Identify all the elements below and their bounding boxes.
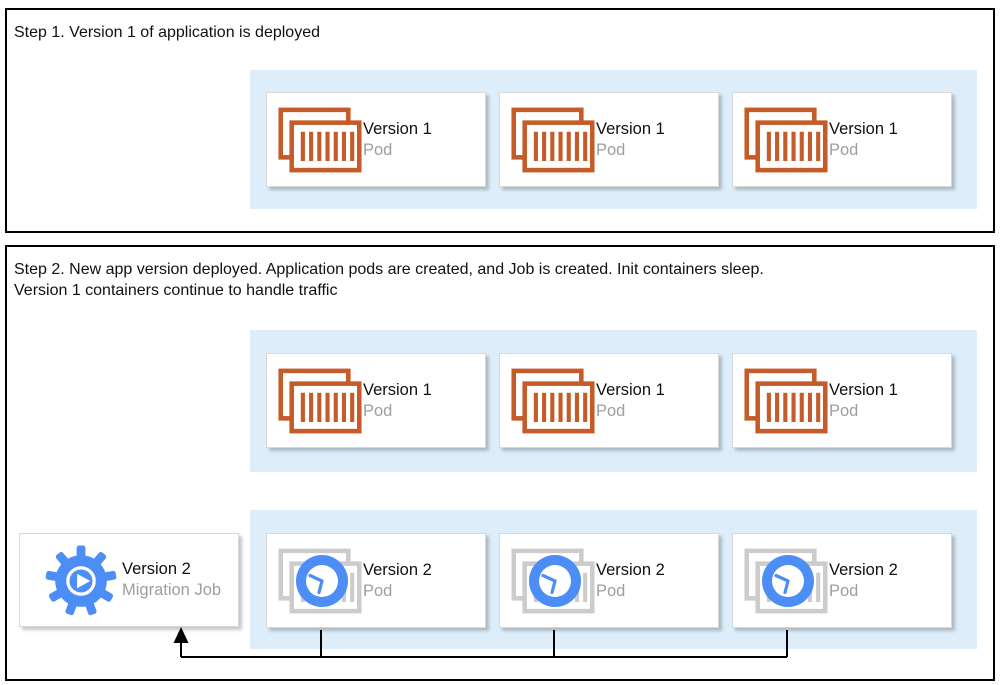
pod-version-label: Version 1 [829,380,898,399]
migration-job-card: Version 2 Migration Job [19,533,239,627]
container-icon [744,107,828,173]
pod-card-v1: Version 1 Pod [499,92,719,187]
pod-card-text: Version 1 Pod [596,380,665,422]
pod-type-label: Pod [363,581,393,600]
step1-title-text: Step 1. Version 1 of application is depl… [14,24,320,41]
pod-version-label: Version 2 [829,560,898,579]
step2-version1-pods-group: Version 1 Pod Version 1 Pod Version 1 Po… [250,330,977,472]
pod-version-label: Version 1 [829,119,898,138]
sleeping-clock-icon [527,553,583,609]
pod-card-text: Version 1 Pod [596,119,665,161]
pod-type-label: Pod [363,140,393,159]
arrowhead-up [173,627,189,643]
step2-title: Step 2. New app version deployed. Applic… [14,259,764,301]
pod-card-text: Version 2 Pod [829,560,898,602]
pod-card-text: Version 1 Pod [363,119,432,161]
step1-title: Step 1. Version 1 of application is depl… [14,22,320,43]
step2-box: Step 2. New app version deployed. Applic… [5,245,995,681]
container-icon [511,107,595,173]
pod-card-v1: Version 1 Pod [732,92,952,187]
pod-type-label: Pod [829,581,859,600]
pod-type-label: Pod [829,140,859,159]
container-icon [511,368,595,434]
sleeping-clock-icon [294,553,350,609]
pod-card-text: Version 2 Pod [363,560,432,602]
pod-version-label: Version 2 [596,560,665,579]
pod-type-label: Pod [596,401,626,420]
pod-type-label: Pod [829,401,859,420]
step1-pods-group: Version 1 Pod Version 1 Pod Version 1 Po… [250,70,977,209]
pod-card-text: Version 1 Pod [829,380,898,422]
job-card-text: Version 2 Migration Job [122,559,221,601]
pod-card-v1: Version 1 Pod [732,353,952,448]
pod-version-label: Version 2 [363,560,432,579]
step1-box: Step 1. Version 1 of application is depl… [5,8,995,233]
container-icon [278,368,362,434]
pod-version-label: Version 1 [596,119,665,138]
sleeping-clock-icon [760,553,816,609]
pod-card-v2: Version 2 Pod [499,533,719,628]
pod-card-v2: Version 2 Pod [266,533,486,628]
gear-play-icon [45,545,117,617]
pod-version-label: Version 1 [363,119,432,138]
pod-version-label: Version 1 [363,380,432,399]
pod-card-text: Version 1 Pod [829,119,898,161]
step2-title-line2: Version 1 containers continue to handle … [14,282,338,299]
pod-card-v1: Version 1 Pod [266,353,486,448]
pod-type-label: Pod [596,581,626,600]
pod-card-v2: Version 2 Pod [732,533,952,628]
container-icon [278,107,362,173]
step2-version2-pods-group: Version 2 Pod Version 2 Pod Version 2 Po… [250,510,977,649]
pod-card-text: Version 1 Pod [363,380,432,422]
pod-type-label: Pod [363,401,393,420]
pod-card-text: Version 2 Pod [596,560,665,602]
pod-card-v1: Version 1 Pod [266,92,486,187]
job-version-label: Version 2 [122,560,191,578]
job-type-label: Migration Job [122,581,222,599]
container-icon [744,368,828,434]
pod-card-v1: Version 1 Pod [499,353,719,448]
step2-title-line1: Step 2. New app version deployed. Applic… [14,261,764,278]
pod-type-label: Pod [596,140,626,159]
pod-version-label: Version 1 [596,380,665,399]
